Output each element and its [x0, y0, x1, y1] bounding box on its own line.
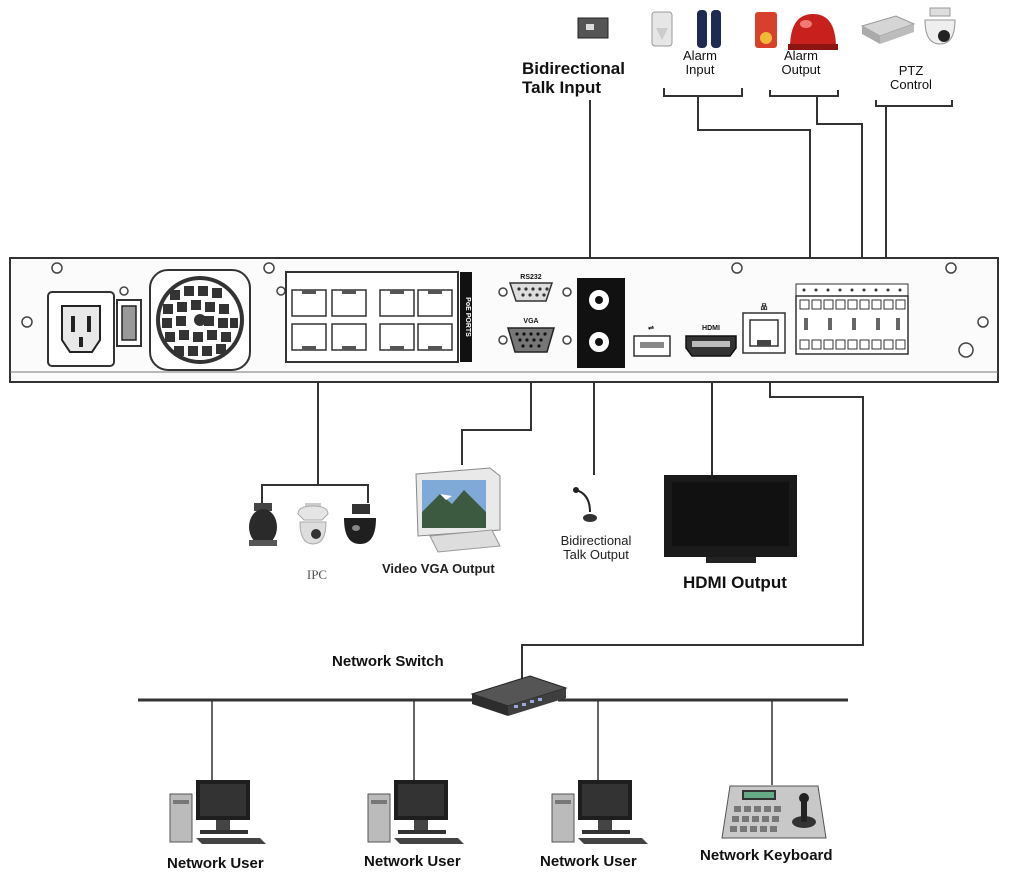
audio-ports — [577, 278, 625, 368]
lan-port-icon: 品 — [742, 302, 786, 354]
hdmi-tv-icon — [664, 475, 797, 563]
svg-text:品: 品 — [761, 302, 768, 311]
network-user-label-3: Network User — [540, 853, 637, 870]
nvr-rear-panel: PoE PORTS RS232 VGA ⇌ HD — [9, 257, 999, 383]
usb-port-icon: ⇌ — [633, 324, 671, 357]
ptz-control-device-icons — [860, 7, 956, 45]
power-socket-icon — [47, 291, 115, 367]
fan-icon — [149, 269, 251, 371]
network-user-label-2: Network User — [364, 853, 461, 870]
network-keyboard-icon — [721, 785, 827, 839]
alarm-output-device-icons — [755, 12, 838, 50]
connection-lines — [138, 88, 953, 785]
ptz-control-label: PTZ Control — [890, 63, 932, 93]
screw-icons — [21, 262, 989, 358]
network-switch-icon — [470, 675, 568, 716]
network-keyboard-label: Network Keyboard — [700, 847, 833, 864]
svg-text:⇌: ⇌ — [648, 324, 654, 332]
talk-output-label: Bidirectional Talk Output — [560, 533, 632, 563]
microphone-icon — [573, 487, 597, 522]
rs232-port-icon: RS232 — [508, 274, 554, 302]
vga-output-label: Video VGA Output — [382, 561, 495, 576]
alarm-input-label: Alarm Input — [683, 48, 717, 78]
poe-ports: PoE PORTS — [285, 271, 472, 363]
hdmi-label: HDMI — [702, 325, 720, 332]
talk-input-label: Bidirectional Talk Input — [522, 59, 625, 97]
poe-label: PoE PORTS — [464, 297, 471, 337]
alarm-input-device-icons — [651, 10, 721, 48]
ipc-label: IPC — [306, 567, 328, 582]
network-switch-label: Network Switch — [332, 653, 444, 670]
rs232-label: RS232 — [520, 274, 542, 281]
vga-monitor-icon — [415, 467, 501, 553]
hdmi-port-icon: HDMI — [685, 325, 737, 357]
ipc-camera-icons — [249, 503, 376, 546]
network-user-label-1: Network User — [167, 855, 264, 872]
hdmi-output-label: HDMI Output — [683, 573, 787, 592]
talk-input-device-icon — [577, 17, 609, 39]
vga-port-icon: VGA — [507, 318, 555, 353]
alarm-output-label: Alarm Output — [781, 48, 821, 78]
network-user-pc-icons — [169, 780, 648, 844]
vga-label: VGA — [523, 318, 538, 325]
power-switch-icon — [116, 299, 142, 347]
alarm-terminal-blocks — [795, 283, 909, 355]
